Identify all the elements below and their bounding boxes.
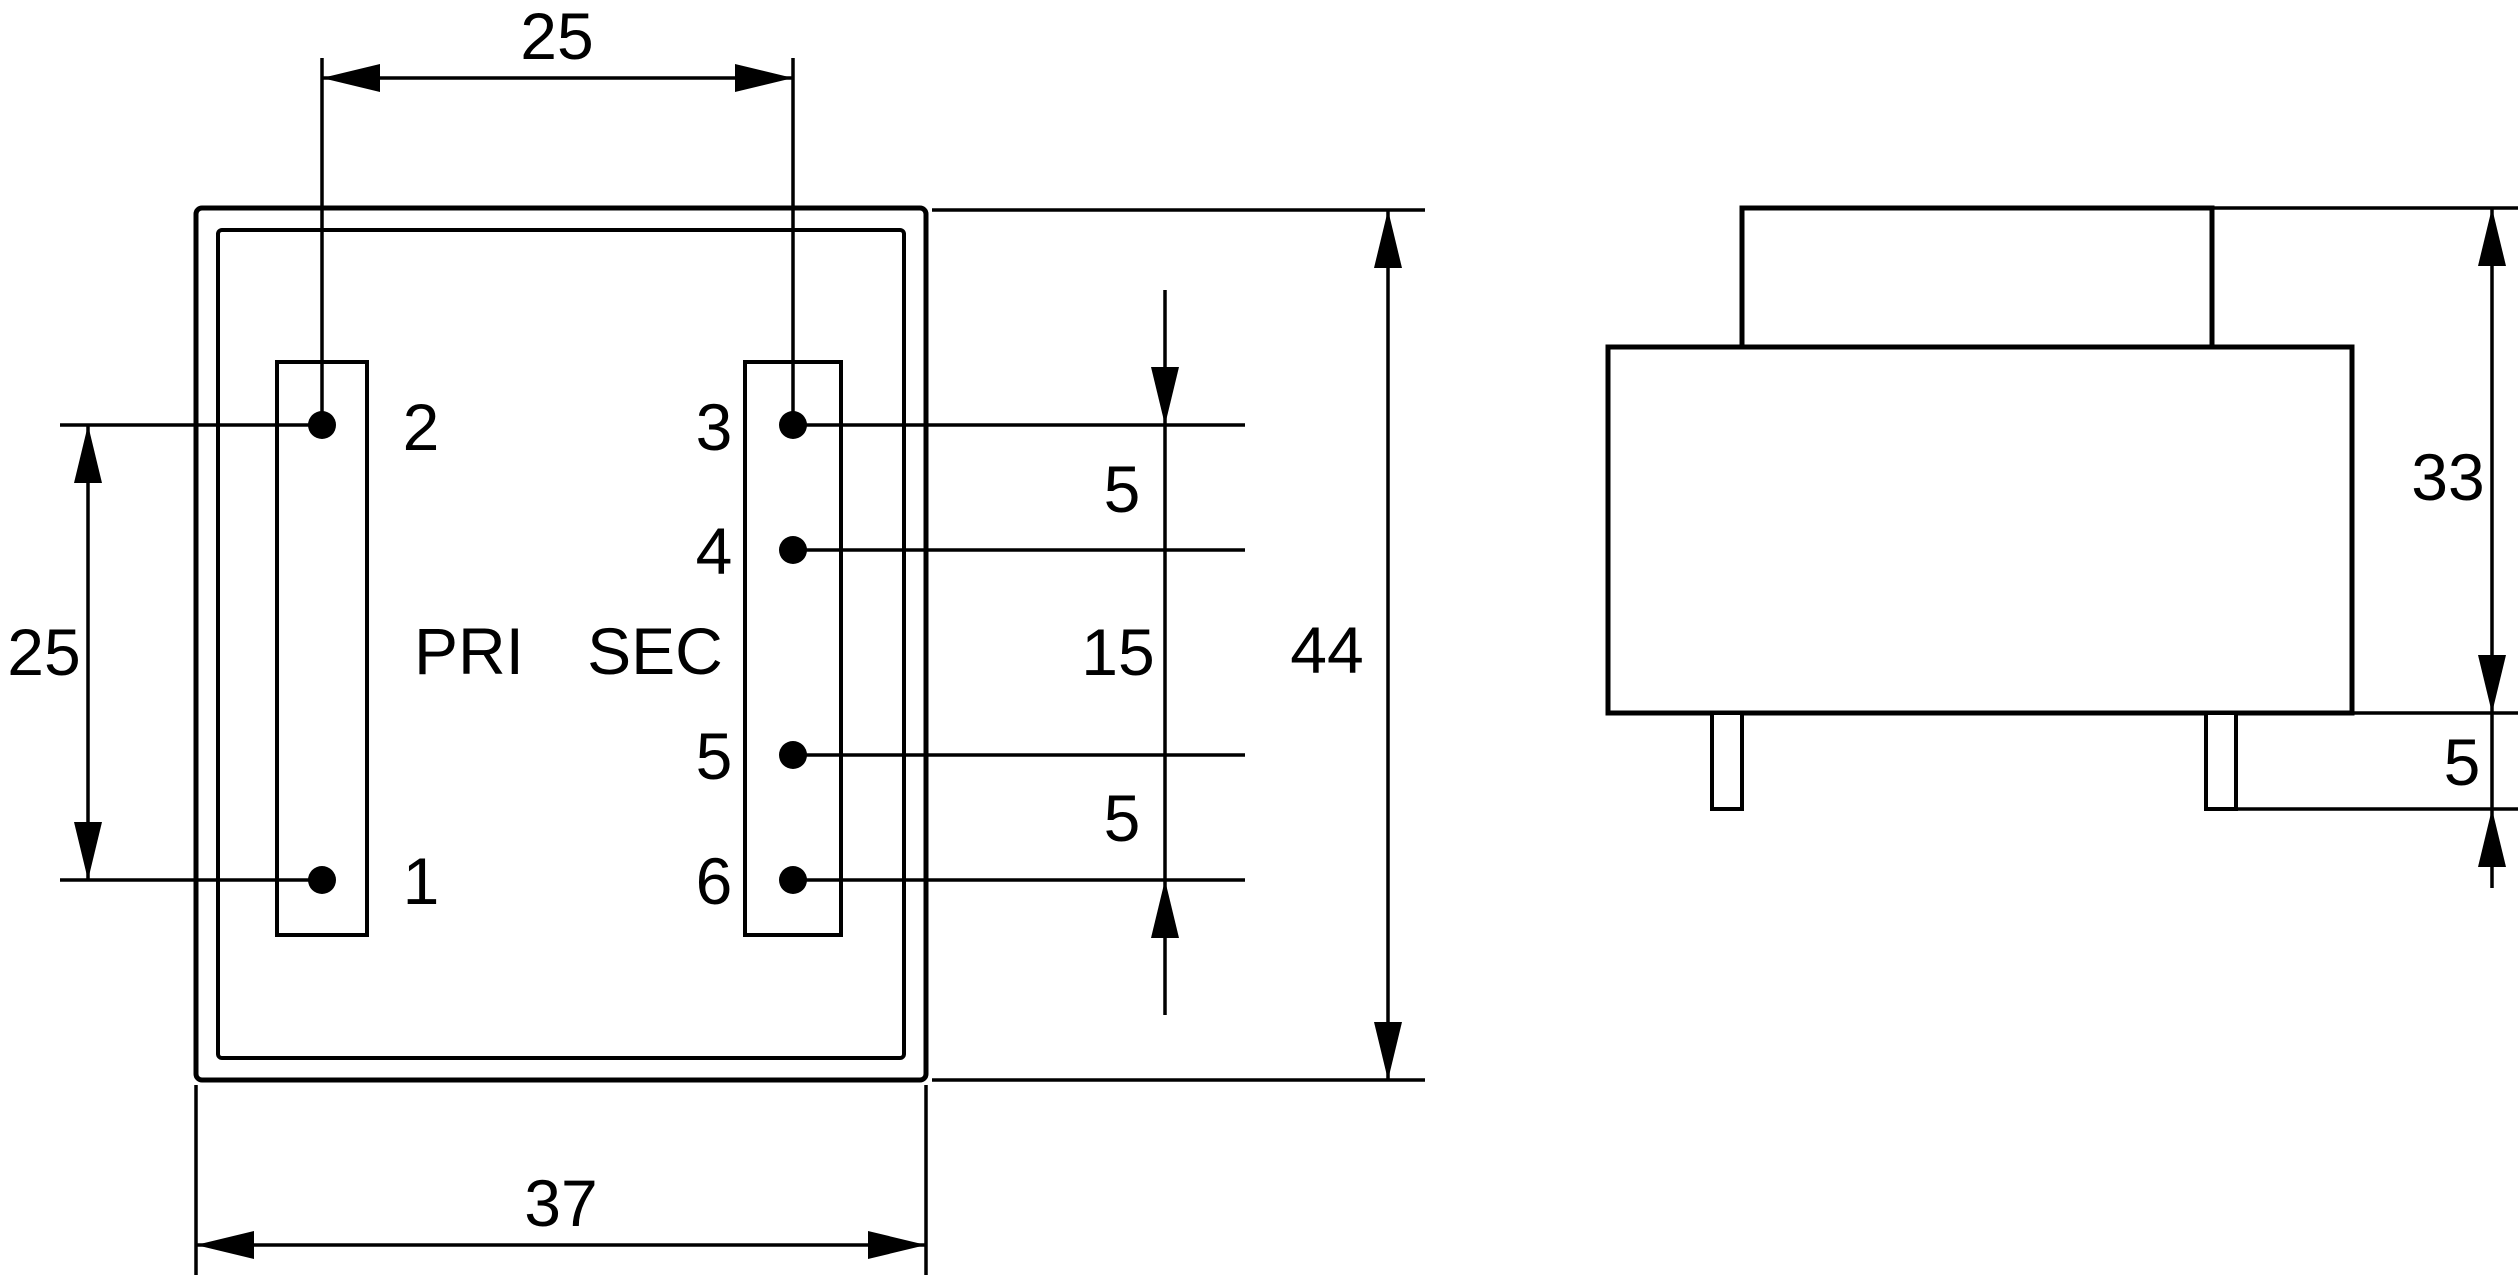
pin-6-label: 6 <box>696 844 733 918</box>
arrow-right-icon <box>868 1231 926 1259</box>
dim-label-sec-pitch-3-4: 5 <box>1104 452 1141 526</box>
pin-3-dot <box>779 411 807 439</box>
pri-winding-label: PRI <box>414 614 524 688</box>
arrow-up-icon <box>2478 809 2506 867</box>
dim-pin-column-spacing <box>320 58 795 425</box>
side-right-pin <box>2204 711 2238 811</box>
dim-label-body-height: 44 <box>1290 613 1363 687</box>
pin-5-label: 5 <box>696 719 733 793</box>
side-left-pin <box>1710 711 1744 811</box>
arrow-right-icon <box>735 64 793 92</box>
dimension-lines <box>60 58 1425 1275</box>
top-view <box>193 205 929 1083</box>
sec-winding-label: SEC <box>587 614 723 688</box>
dim-label-sec-pitch-5-6: 5 <box>1104 781 1141 855</box>
arrow-left-icon <box>322 64 380 92</box>
dim-side-pin-length <box>2236 807 2518 867</box>
arrow-up-icon <box>1151 880 1179 938</box>
dim-body-width <box>194 1085 928 1275</box>
arrow-up-icon <box>1374 210 1402 268</box>
dim-body-height <box>932 208 1425 1082</box>
side-top-block <box>1739 205 2215 350</box>
dim-sec-pin-pitches <box>793 290 1245 1015</box>
dim-label-pin-column-spacing: 25 <box>520 0 593 73</box>
pin-1-label: 1 <box>403 844 440 918</box>
dim-label-side-height: 33 <box>2411 440 2484 514</box>
dim-label-sec-pitch-4-5: 15 <box>1081 615 1154 689</box>
pin-5-dot <box>779 741 807 769</box>
pin-6-dot <box>779 866 807 894</box>
top-view-pins <box>308 411 807 894</box>
arrow-up-icon <box>74 425 102 483</box>
pin-2-dot <box>308 411 336 439</box>
arrow-down-icon <box>2478 655 2506 713</box>
pin-3-label: 3 <box>696 390 733 464</box>
arrow-left-icon <box>196 1231 254 1259</box>
side-body <box>1605 344 2355 716</box>
arrow-down-icon <box>74 822 102 880</box>
pin-4-dot <box>779 536 807 564</box>
pin-2-label: 2 <box>403 390 440 464</box>
dim-label-side-pin-length: 5 <box>2444 725 2481 799</box>
side-view <box>1605 205 2518 888</box>
pin-4-label: 4 <box>696 514 733 588</box>
dim-label-pri-pin-pitch: 25 <box>7 615 80 689</box>
dim-label-body-width: 37 <box>524 1166 597 1240</box>
pri-pin-strip <box>275 360 369 937</box>
arrow-down-icon <box>1374 1022 1402 1080</box>
sec-pin-strip <box>743 360 843 937</box>
arrow-down-icon <box>1151 367 1179 425</box>
case-inner-outline <box>216 228 906 1060</box>
dim-pri-pin-pitch <box>60 423 322 882</box>
arrow-up-icon <box>2478 208 2506 266</box>
pin-1-dot <box>308 866 336 894</box>
labels: 25 25 37 44 5 15 5 2 1 3 4 5 6 PRI SEC 3… <box>7 0 2484 1240</box>
dim-side-height <box>2212 206 2518 888</box>
